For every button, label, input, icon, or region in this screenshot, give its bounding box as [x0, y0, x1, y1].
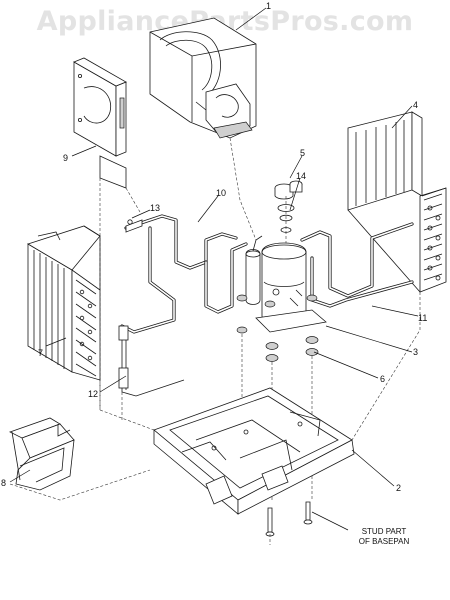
callout-11: 11 [418, 313, 428, 323]
refrigerant-tubing [118, 214, 414, 397]
callout-9: 9 [63, 153, 69, 163]
part-8-drain-pan [8, 417, 151, 501]
part-1-blower-housing [149, 17, 257, 139]
stud-note-line2: OF BASEPAN [358, 537, 410, 546]
stud-note-line1: STUD PART [361, 527, 407, 536]
part-5-14-compressor-fittings [274, 180, 303, 244]
callout-5: 5 [300, 148, 306, 158]
basepan-studs [265, 501, 313, 537]
callout-12: 12 [88, 389, 99, 399]
callout-8: 8 [1, 478, 7, 488]
part-4-condenser-coil [347, 111, 447, 293]
callout-14: 14 [296, 171, 307, 181]
callout-4: 4 [413, 100, 419, 110]
part-2-basepan [153, 387, 355, 515]
callout-3: 3 [413, 347, 419, 357]
callout-13: 13 [150, 203, 161, 213]
callout-1: 1 [266, 1, 272, 11]
callout-leaders [9, 7, 419, 531]
callout-6: 6 [380, 374, 386, 384]
part-3-compressor [245, 235, 327, 333]
callout-10: 10 [216, 188, 227, 198]
callout-2: 2 [396, 483, 402, 493]
part-9-motor-bracket [73, 57, 127, 410]
callout-7: 7 [38, 348, 44, 358]
stud-note: STUD PART OF BASEPAN [352, 527, 416, 547]
assembly-lines [99, 137, 421, 545]
